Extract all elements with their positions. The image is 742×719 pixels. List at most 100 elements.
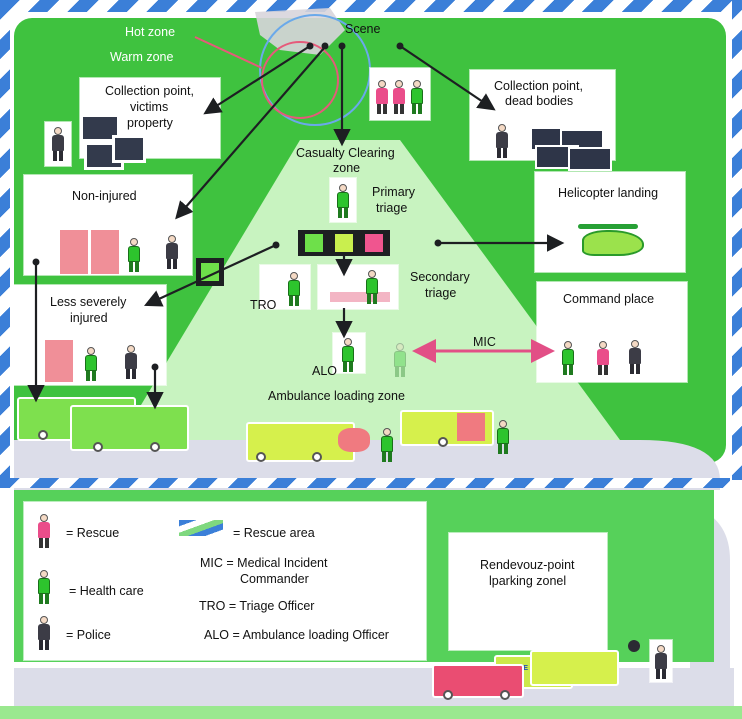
victim-icon <box>60 230 88 274</box>
police-person <box>165 235 179 269</box>
collection-property-label-1: Collection point, <box>105 84 194 98</box>
scene-label: Scene <box>345 22 381 36</box>
rescue-area-tape-right <box>732 0 742 480</box>
traffic-police-person <box>654 645 668 679</box>
collection-dead-label-1: Collection point, <box>494 79 583 93</box>
rescue-person <box>375 80 389 114</box>
ambulance-icon <box>246 422 355 462</box>
police-person <box>495 124 509 158</box>
connector-dot <box>434 239 442 247</box>
victim-icon <box>45 340 73 382</box>
ambulance-wheel <box>256 452 266 462</box>
rescue-person <box>392 80 406 114</box>
fire-truck-wheel <box>500 690 510 700</box>
collection-property-label-2: victims <box>130 100 169 114</box>
connector-dot <box>321 42 329 50</box>
connector-dot <box>338 42 346 50</box>
police-commander-person <box>628 340 642 374</box>
rescue-commander-person <box>596 341 610 375</box>
health-care-person <box>365 270 379 304</box>
arrow-scene-to-property <box>203 45 311 115</box>
casualty-clearing-label-2: zone <box>333 161 361 175</box>
collection-dead-label-2: dead bodies <box>505 94 574 108</box>
non-injured-label: Non-injured <box>72 189 137 203</box>
fire-truck-wheel <box>443 690 453 700</box>
legend-health-label: = Health care <box>69 584 144 598</box>
rescue-area-tape-middle <box>0 478 730 488</box>
tro-card <box>260 265 310 309</box>
arrow-scene-to-non-injured <box>175 46 326 220</box>
bottom-strip <box>0 706 742 719</box>
ambulance-door-stretcher <box>457 413 485 441</box>
bus-wheel <box>38 430 48 440</box>
hot-zone-label: Hot zone <box>125 25 176 39</box>
rescue-area-tape-left <box>0 0 10 480</box>
triage-red-swatch <box>365 234 383 252</box>
stop-paddle-icon <box>628 640 640 652</box>
ambulance-loading-zone-label: Ambulance loading zone <box>268 389 405 403</box>
helicopter-landing-label: Helicopter landing <box>558 186 659 200</box>
primary-triage-label-2: triage <box>376 201 408 215</box>
medical-incident-commander-person <box>561 341 575 375</box>
legend-police-icon <box>37 616 51 650</box>
police-person <box>124 345 138 379</box>
body-bag-icon <box>568 147 612 171</box>
legend-rescue-icon <box>37 514 51 548</box>
secondary-triage-label-1: Secondary <box>410 270 470 284</box>
connector-dot <box>151 363 159 371</box>
bus-wheel <box>150 442 160 452</box>
legend-police-label: = Police <box>66 628 111 642</box>
helicopter-icon <box>582 230 644 256</box>
paramedic-person <box>496 420 510 454</box>
command-place-label: Command place <box>563 292 655 306</box>
casualty-clearing-label-1: Casualty Clearing <box>296 146 395 160</box>
stretcher-icon <box>330 292 390 302</box>
health-care-person <box>336 184 350 218</box>
hot-zone-pointer <box>194 36 263 69</box>
road-top <box>14 440 720 490</box>
triage-officer-person <box>287 272 301 306</box>
legend-health-icon <box>37 570 51 604</box>
paramedic-person <box>380 428 394 462</box>
collection-property-label-3: property <box>127 116 173 130</box>
mic-person-faded <box>393 343 407 377</box>
bus-wheel <box>93 442 103 452</box>
alo-label: ALO <box>312 364 338 378</box>
tro-label: TRO <box>250 298 277 312</box>
victim-icon <box>91 230 119 274</box>
rendezvous-label-1: Rendevouz-point <box>480 558 575 572</box>
bus-icon <box>70 405 189 451</box>
smoke-cloud <box>255 8 345 55</box>
ambulance-door-stretcher <box>338 428 370 452</box>
less-severely-label-1: Less severely <box>50 295 127 309</box>
legend-alo-label: ALO = Ambulance loading Officer <box>204 628 389 642</box>
rendezvous-card <box>449 533 607 650</box>
arrow-triage-to-less-severely <box>144 244 277 307</box>
helicopter-rotor <box>578 224 638 229</box>
triage-yellow-swatch <box>335 234 353 252</box>
warm-zone-label: Warm zone <box>110 50 174 64</box>
rendezvous-label-2: lparking zonel <box>489 574 567 588</box>
connector-dot <box>32 258 40 266</box>
connector-dot <box>306 42 314 50</box>
less-severely-label-2: injured <box>70 311 108 325</box>
legend-panel <box>24 502 426 660</box>
triage-green-swatch <box>305 234 323 252</box>
ambulance-wheel <box>438 437 448 447</box>
legend-tro-label: TRO = Triage Officer <box>199 599 315 613</box>
rescue-area-tape-top <box>0 0 742 12</box>
connector-dot <box>272 241 280 249</box>
health-care-person <box>127 238 141 272</box>
ambulance-loading-officer-person <box>341 338 355 372</box>
legend-rescue-label: = Rescue <box>66 526 120 540</box>
connector-dot <box>396 42 404 50</box>
command-place-card <box>537 282 687 382</box>
primary-triage-label-1: Primary <box>372 185 416 199</box>
arrow-scene-to-dead <box>399 45 496 111</box>
ambulance-wheel <box>312 452 322 462</box>
health-care-person <box>84 347 98 381</box>
ambulance-parked-icon <box>530 650 619 686</box>
suitcase-icon <box>112 135 146 163</box>
